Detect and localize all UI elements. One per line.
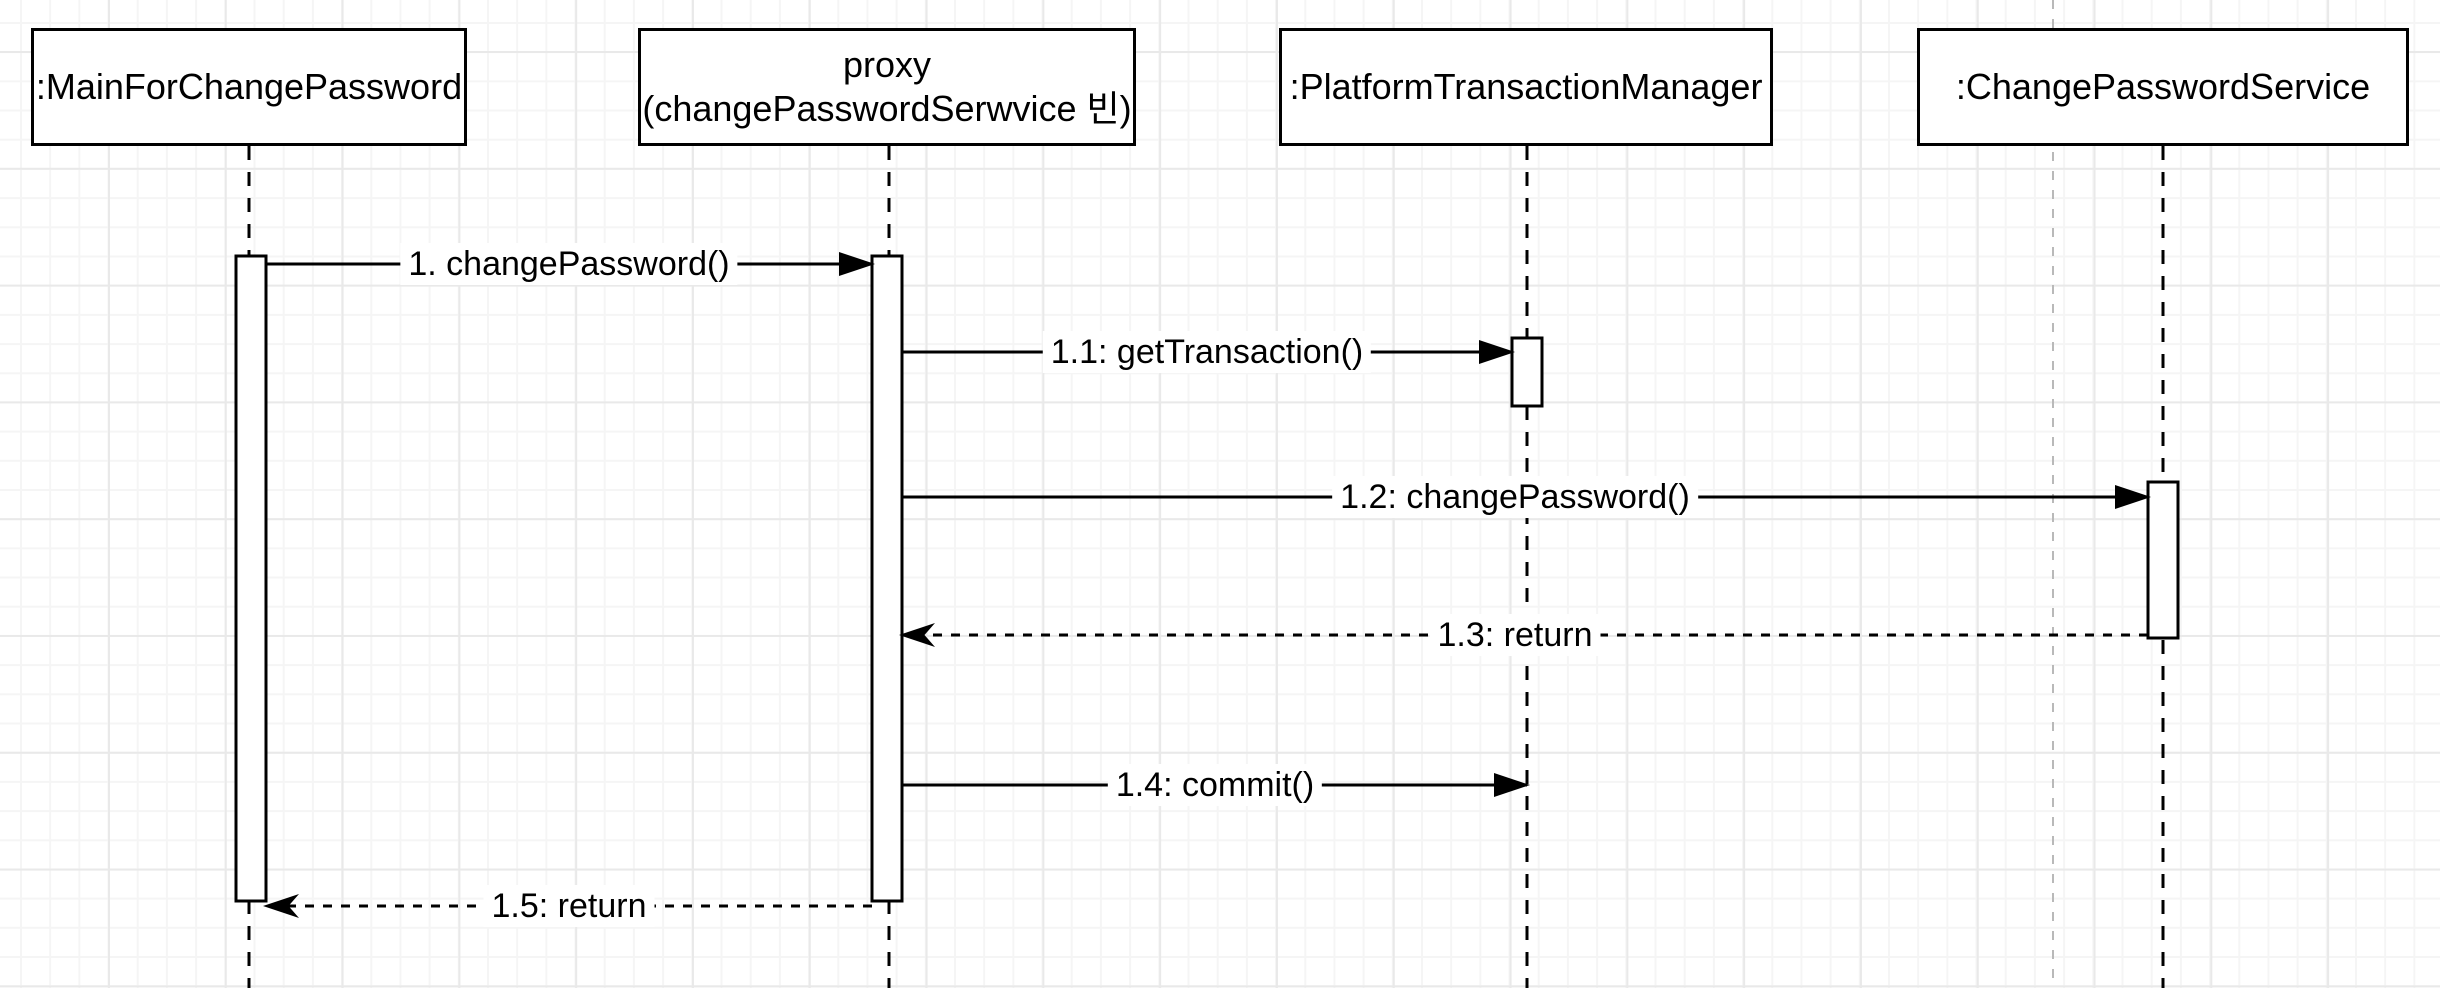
message-label-1-1-gettransaction[interactable]: 1.1: getTransaction() [1042, 331, 1372, 373]
actor-box-main-for-change-password[interactable]: :MainForChangePassword [31, 28, 467, 146]
activation-bar-main-for-change-password[interactable] [234, 254, 268, 903]
activation-bar-proxy[interactable] [870, 254, 904, 903]
actor-label-line2: (changePasswordSerwvice 빈) [642, 88, 1132, 129]
message-label-1-5-return[interactable]: 1.5: return [483, 885, 655, 927]
actor-box-proxy[interactable]: proxy (changePasswordSerwvice 빈) [638, 28, 1136, 146]
message-label-1-3-return[interactable]: 1.3: return [1429, 614, 1601, 656]
actor-box-platform-transaction-manager[interactable]: :PlatformTransactionManager [1279, 28, 1773, 146]
actor-label: :MainForChangePassword [35, 66, 463, 107]
actor-box-change-password-service[interactable]: :ChangePasswordService [1917, 28, 2409, 146]
activation-bar-platform-transaction-manager[interactable] [1510, 336, 1544, 408]
activation-bar-change-password-service[interactable] [2146, 480, 2180, 640]
actor-label: :ChangePasswordService [1955, 66, 2371, 107]
message-label-1-changepassword[interactable]: 1. changePassword() [400, 243, 738, 285]
message-label-1-2-changepassword[interactable]: 1.2: changePassword() [1332, 476, 1698, 518]
message-label-1-4-commit[interactable]: 1.4: commit() [1107, 764, 1323, 806]
actor-label: :PlatformTransactionManager [1289, 66, 1763, 107]
actor-label: proxy [842, 44, 932, 85]
